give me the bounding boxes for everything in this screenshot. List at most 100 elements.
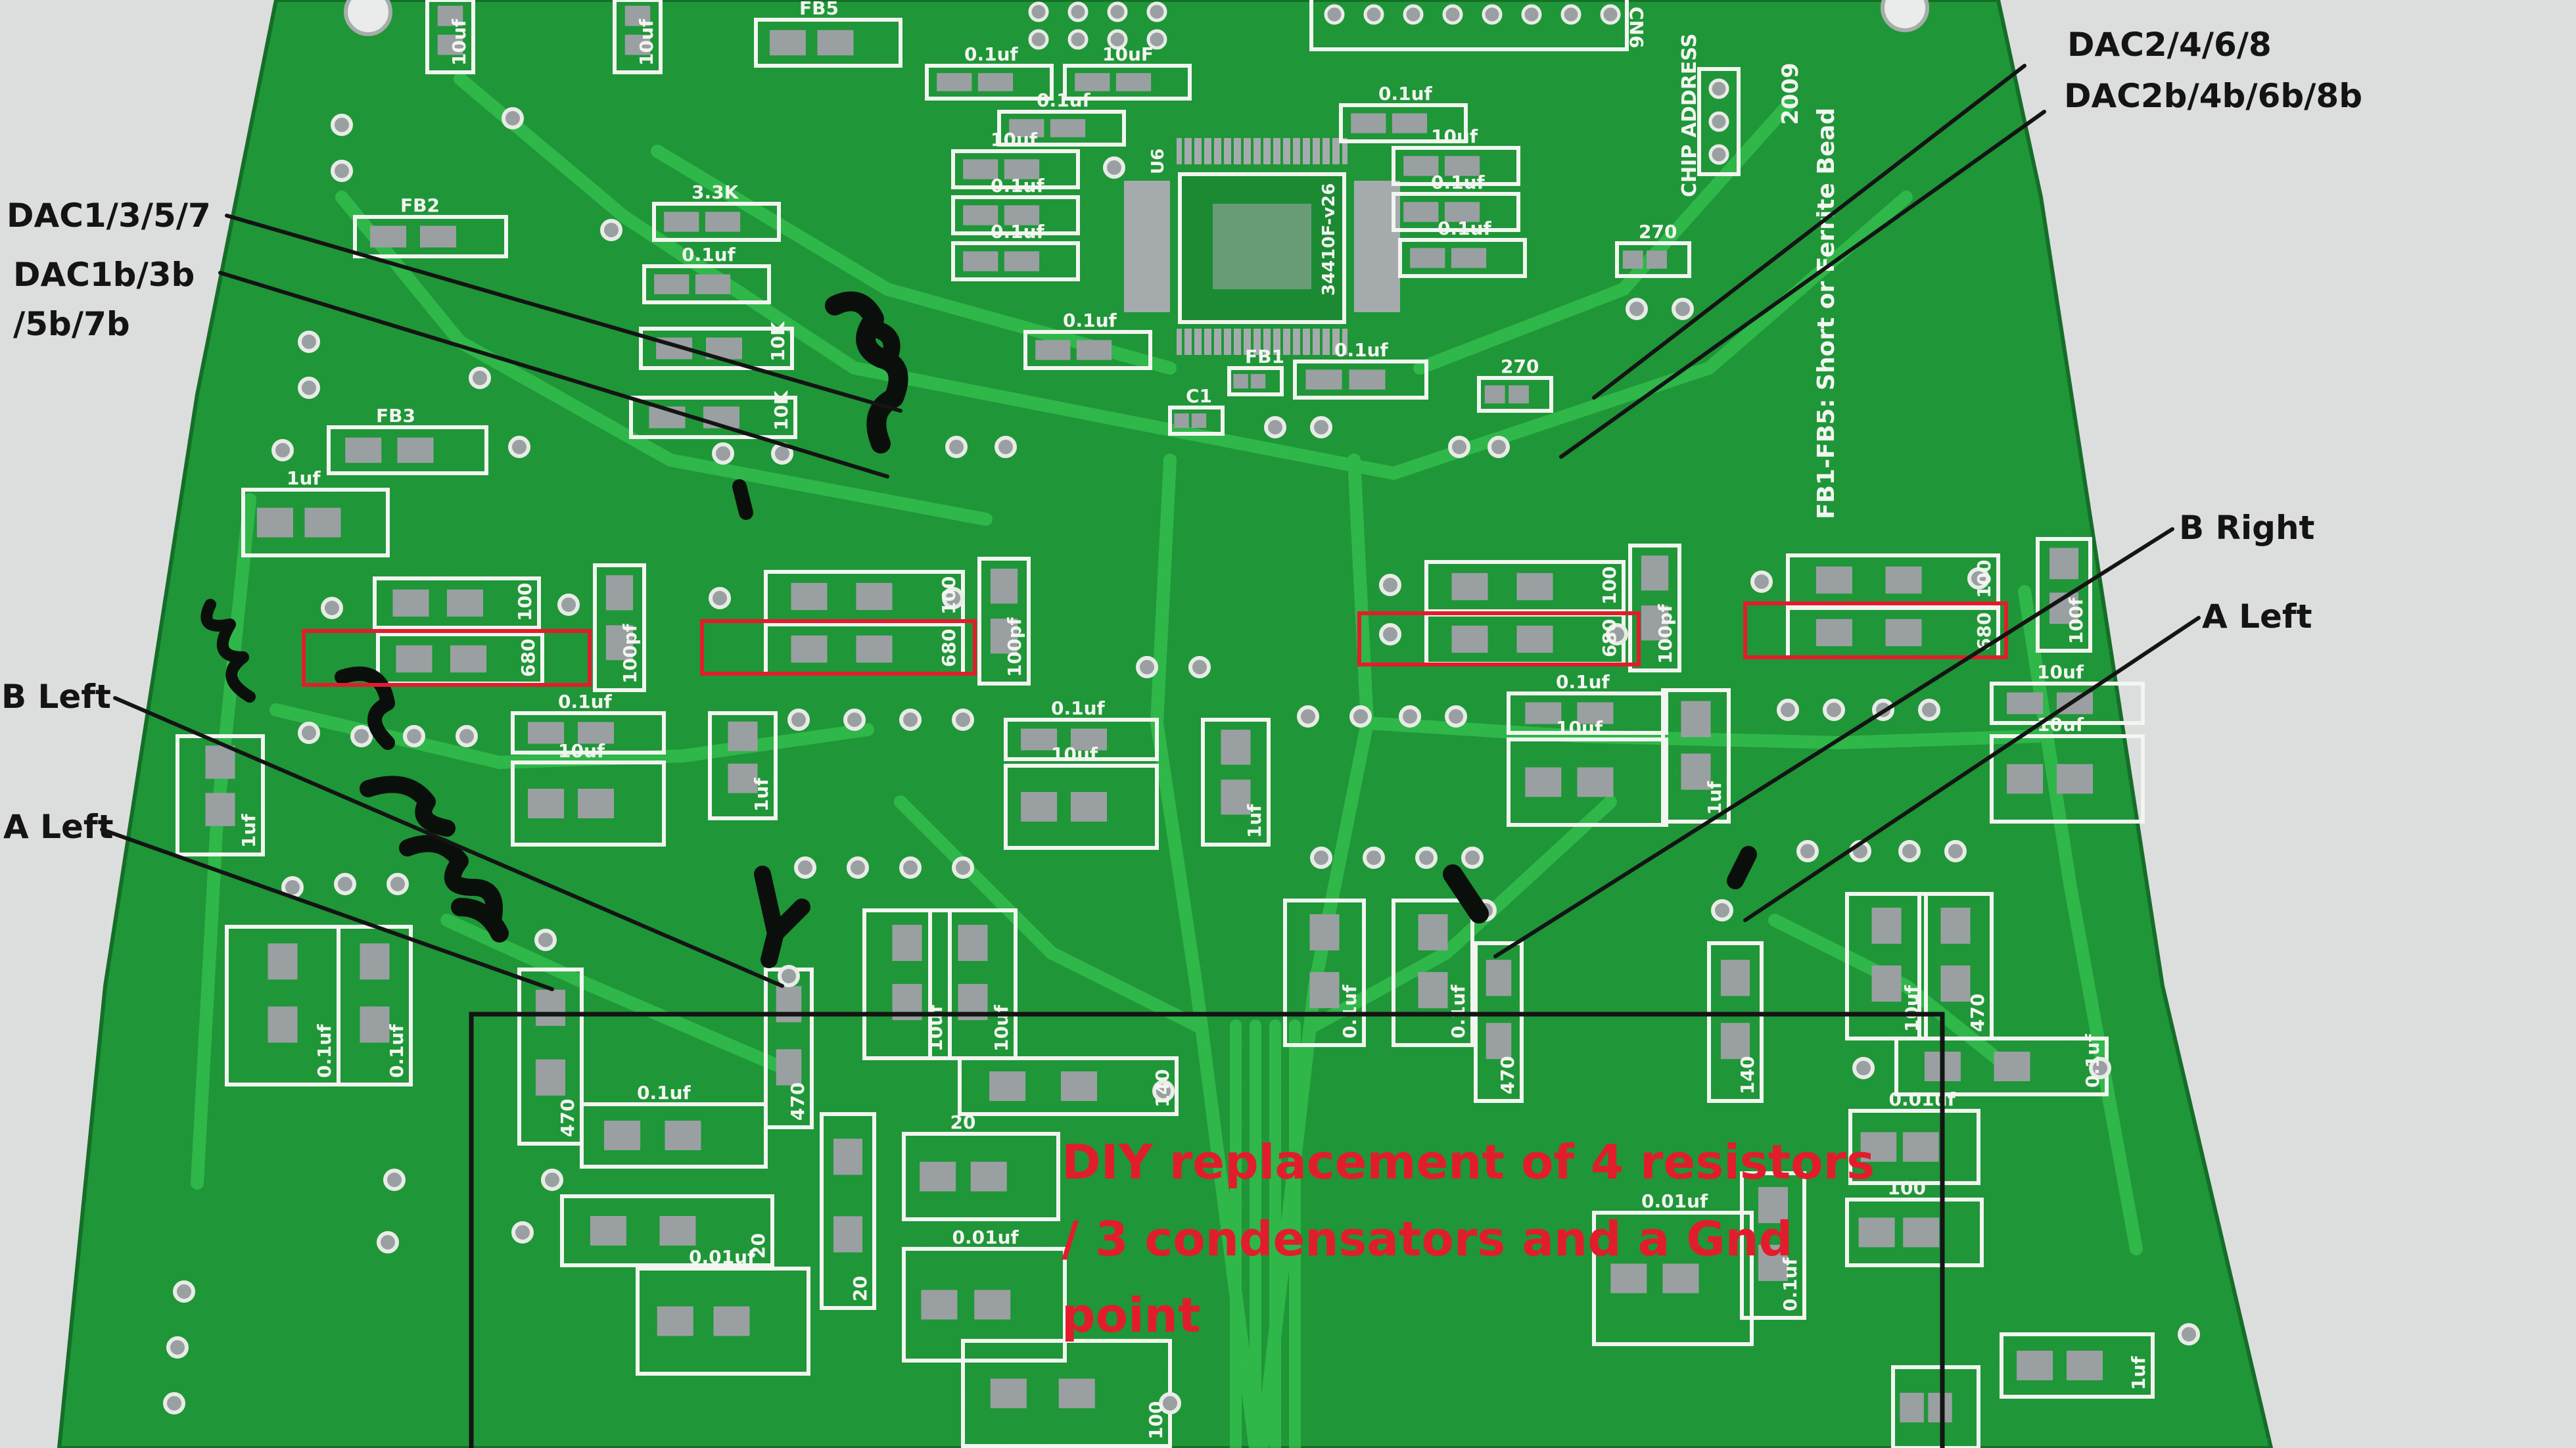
smd-component: [754, 18, 902, 68]
silk-component-value: 100pf: [1004, 617, 1025, 677]
smd-component: [1848, 1109, 1980, 1185]
smd-component: [1990, 734, 2145, 824]
via-pad: [541, 1169, 563, 1191]
via-pad: [1461, 847, 1484, 869]
silk-component-value: 20: [950, 1111, 976, 1133]
via-pad: [1750, 571, 1773, 593]
via-pad: [1672, 298, 1694, 320]
highlight-box-4: [1743, 601, 2008, 659]
silk-component-value: 100: [1145, 1401, 1167, 1439]
silk-component-value: 470: [1497, 1056, 1518, 1094]
smd-component: [337, 925, 413, 1086]
silk-component-value: 10K: [767, 321, 789, 362]
silk-component-value: FB5: [799, 0, 839, 19]
via-pad: [1363, 847, 1385, 869]
silkscreen-layer: 2009 CHIP ADDRESS FB1-FB5: Short or Ferr…: [238, 0, 2149, 1439]
silk-component-value: 680: [1599, 619, 1620, 657]
smd-component: [613, 0, 663, 74]
silk-component-value: 1uf: [1244, 804, 1265, 838]
silk-component-value: 10uf: [558, 740, 605, 762]
leader-b-right: [1493, 527, 2174, 958]
smd-component: [1477, 376, 1553, 413]
through-hole-pads: [163, 107, 2200, 1414]
silk-u6: U6: [1148, 149, 1168, 174]
via-pad: [794, 856, 816, 879]
via-pad: [383, 1169, 406, 1191]
via-pad: [945, 436, 968, 458]
label-dac-odd-b-line2: /5b/7b: [13, 305, 130, 343]
marker-scribbles: [200, 291, 1757, 968]
smd-component: [1786, 606, 2000, 659]
silk-component-value: 10uf: [2037, 714, 2084, 736]
smd-component: [593, 563, 646, 692]
silk-component-value: 470: [557, 1099, 578, 1137]
smd-component: [902, 1132, 1060, 1221]
leader-lines: [100, 64, 2201, 991]
via-pad: [1445, 705, 1467, 728]
via-pad: [952, 709, 974, 731]
smd-component: [1201, 718, 1271, 847]
silk-component-value: 0.1uf: [991, 221, 1045, 243]
label-dac-odd: DAC1/3/5/7: [7, 197, 211, 235]
silk-component-value: 10uf: [1901, 985, 1923, 1032]
via-pad: [942, 587, 964, 609]
via-pad: [557, 594, 580, 616]
diy-replacement-area: [469, 1012, 1945, 1448]
silk-component-value: 100: [1888, 1177, 1926, 1199]
silk-component-value: 0.1uf: [1339, 984, 1361, 1039]
smd-component: [1845, 1198, 1984, 1267]
via-pad: [386, 873, 409, 895]
via-pad: [1264, 416, 1286, 438]
silk-component-value: 0.1uf: [682, 244, 736, 266]
smd-component: [951, 241, 1080, 281]
via-pad: [1379, 623, 1401, 645]
smd-component: [1891, 1365, 1980, 1448]
smd-component: [2000, 1332, 2155, 1399]
via-pad: [298, 331, 320, 353]
silk-component-value: 100: [938, 576, 960, 615]
silk-component-value: 0.1uf: [1334, 339, 1389, 361]
silk-component-value: 10uf: [1431, 126, 1478, 147]
smd-component: [1740, 1171, 1806, 1320]
smd-component: [1392, 146, 1520, 186]
silk-component-value: 0.01uf: [1641, 1190, 1708, 1212]
smd-component: [511, 760, 666, 847]
via-pad: [469, 367, 491, 389]
silk-component-value: 10K: [770, 390, 792, 431]
via-pad: [1898, 840, 1921, 862]
via-pad: [1606, 623, 1628, 645]
label-dac-odd-b-line1: DAC1b/3b: [13, 256, 195, 294]
silk-component-value: 0.1uf: [1447, 984, 1469, 1039]
silk-component-value: 20: [747, 1233, 769, 1259]
via-pad: [1297, 705, 1319, 728]
via-pad: [1626, 298, 1648, 320]
silk-component-value: 270: [1501, 356, 1539, 377]
via-pad: [173, 1280, 195, 1303]
label-a-left-right-side: A Left: [2202, 597, 2312, 636]
silk-component-value: 10uf: [1051, 743, 1098, 765]
silk-component-value: 1uf: [1704, 781, 1725, 815]
via-pad: [709, 587, 731, 609]
smd-component: [642, 264, 771, 304]
silk-component-value: 10uf: [991, 1004, 1012, 1052]
highlight-box-1: [302, 629, 592, 687]
silk-component-value: 10uF: [1102, 43, 1154, 65]
highlight-box-3: [1357, 611, 1641, 666]
smd-component: [629, 396, 797, 439]
via-pad: [456, 725, 478, 747]
smd-component: [1628, 544, 1681, 672]
smd-component: [1004, 718, 1159, 761]
silk-component-value: 20: [849, 1276, 871, 1301]
via-pad: [1487, 436, 1510, 458]
via-pad: [847, 856, 869, 879]
silk-chip-name: 34410F-v26: [1319, 183, 1339, 296]
via-pad: [1136, 656, 1158, 678]
via-pad: [712, 442, 734, 465]
silk-chip-address: CHIP ADDRESS: [1678, 34, 1701, 197]
silk-component-value: 1uf: [287, 467, 321, 489]
silk-component-value: 100pf: [619, 624, 641, 684]
smd-component: [1063, 64, 1192, 101]
via-pad: [331, 160, 353, 182]
leader-dac-odd: [225, 214, 902, 413]
chip-address-pins: [1697, 67, 1741, 176]
